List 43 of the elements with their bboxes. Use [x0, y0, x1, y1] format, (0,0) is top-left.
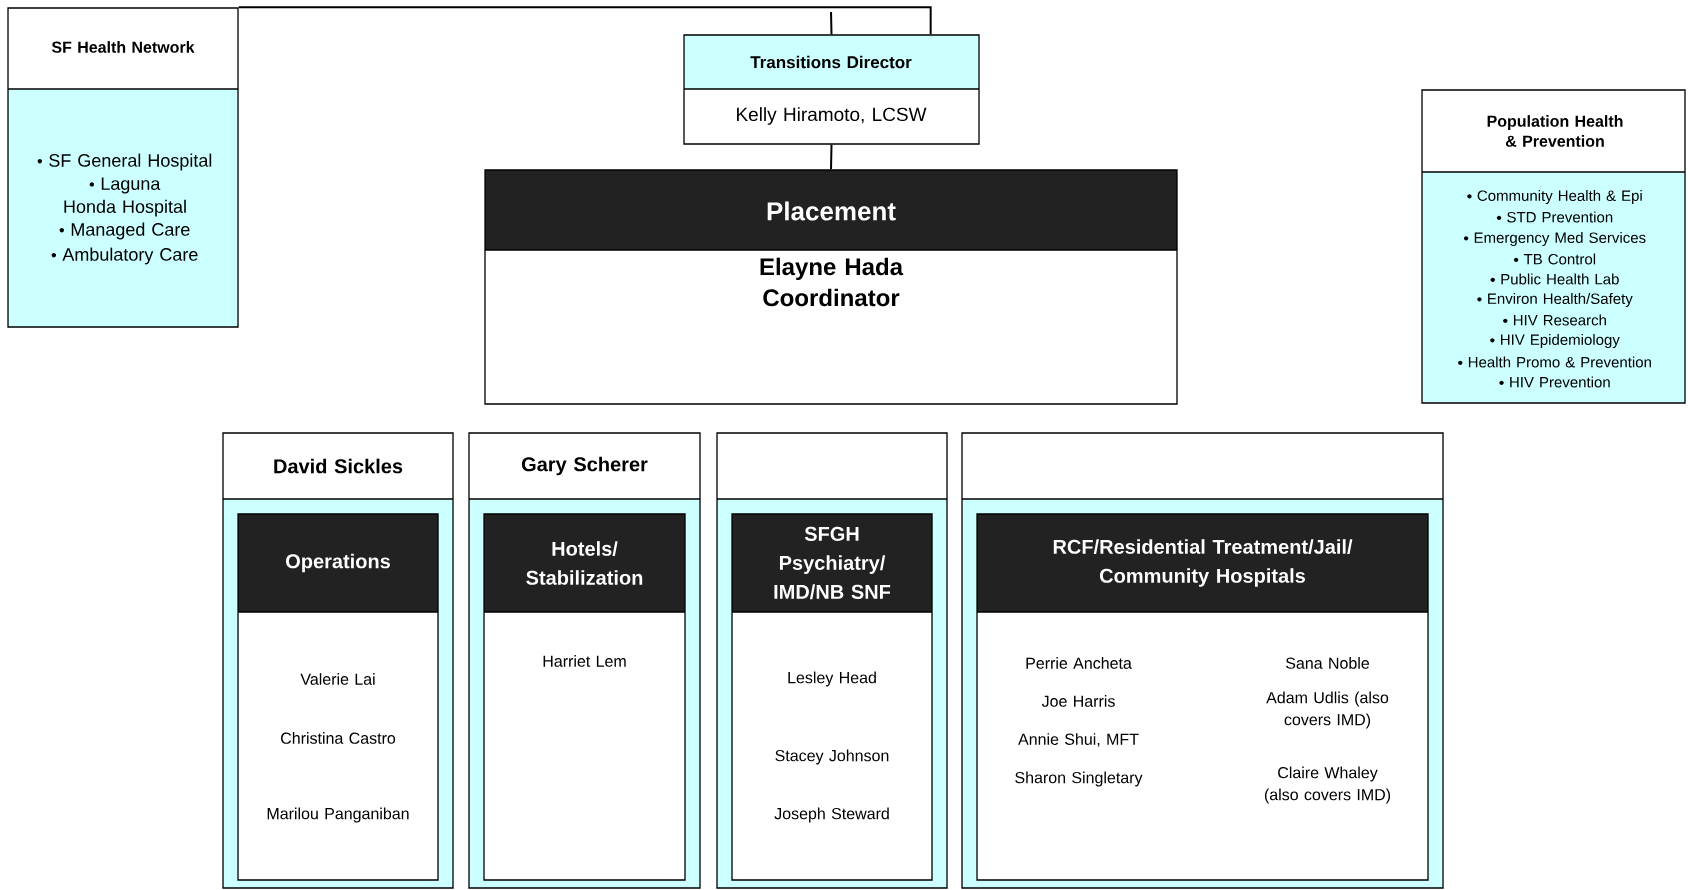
- staff-name: Sharon Singletary: [1015, 771, 1143, 787]
- list-item: Environ Health/Safety: [1477, 293, 1633, 307]
- list-item: Managed Care: [59, 222, 190, 240]
- heading: RCF/Residential Treatment/Jail/ Community Hospitals: [1053, 539, 1353, 587]
- connector-line: [237, 6, 932, 36]
- heading: SFGH Psychiatry/ IMD/NB SNF: [774, 526, 891, 600]
- staff-name: Sana Noble: [1286, 657, 1370, 669]
- heading: Transitions Director: [750, 55, 912, 69]
- staff-name: Perrie Ancheta: [1026, 657, 1132, 669]
- person-heading: David Sickles: [274, 458, 403, 474]
- heading: Population Health & Prevention: [1487, 115, 1623, 147]
- staff-name: Annie Shui, MFT: [1018, 733, 1139, 747]
- list-item: Emergency Med Services: [1463, 232, 1646, 246]
- list-item: HIV Epidemiology: [1490, 334, 1620, 348]
- staff-name: Adam Udlis (also covers IMD): [1266, 691, 1389, 729]
- list-item: Health Promo & Prevention: [1458, 356, 1651, 368]
- heading: Hotels/ Stabilization: [526, 541, 643, 585]
- person-heading: Gary Scherer: [521, 456, 648, 476]
- person-name: Kelly Hiramoto, LCSW: [737, 107, 927, 125]
- staff-name: Valerie Lai: [300, 673, 375, 685]
- heading: SF Health Network: [51, 41, 195, 53]
- staff-name: Stacey Johnson: [775, 749, 889, 765]
- connector-line: [830, 11, 833, 36]
- list-item: TB Control: [1513, 253, 1596, 265]
- staff-name: Harriet Lem: [543, 655, 626, 667]
- list-item: HIV Research: [1503, 314, 1606, 326]
- connector-line: [830, 143, 833, 171]
- list-item: HIV Prevention: [1499, 376, 1610, 388]
- person-name: Elayne Hada Coordinator: [760, 257, 904, 307]
- list-item: Laguna Honda Hospital: [64, 177, 186, 217]
- heading: Operations: [286, 553, 390, 573]
- staff-name: Christina Castro: [281, 732, 396, 744]
- staff-name: Joe Harris: [1041, 695, 1115, 707]
- list-item: STD Prevention: [1496, 211, 1613, 223]
- heading: Placement: [767, 201, 896, 221]
- list-item: Public Health Lab: [1490, 273, 1619, 285]
- list-item: Community Health & Epi: [1467, 190, 1642, 204]
- list-item: Ambulatory Care: [51, 247, 198, 265]
- list-item: SF General Hospital: [37, 153, 212, 171]
- staff-name: Claire Whaley (also covers IMD): [1264, 766, 1391, 804]
- staff-name: Marilou Panganiban: [267, 807, 409, 823]
- staff-name: Lesley Head: [788, 671, 876, 687]
- staff-name: Joseph Steward: [774, 807, 889, 823]
